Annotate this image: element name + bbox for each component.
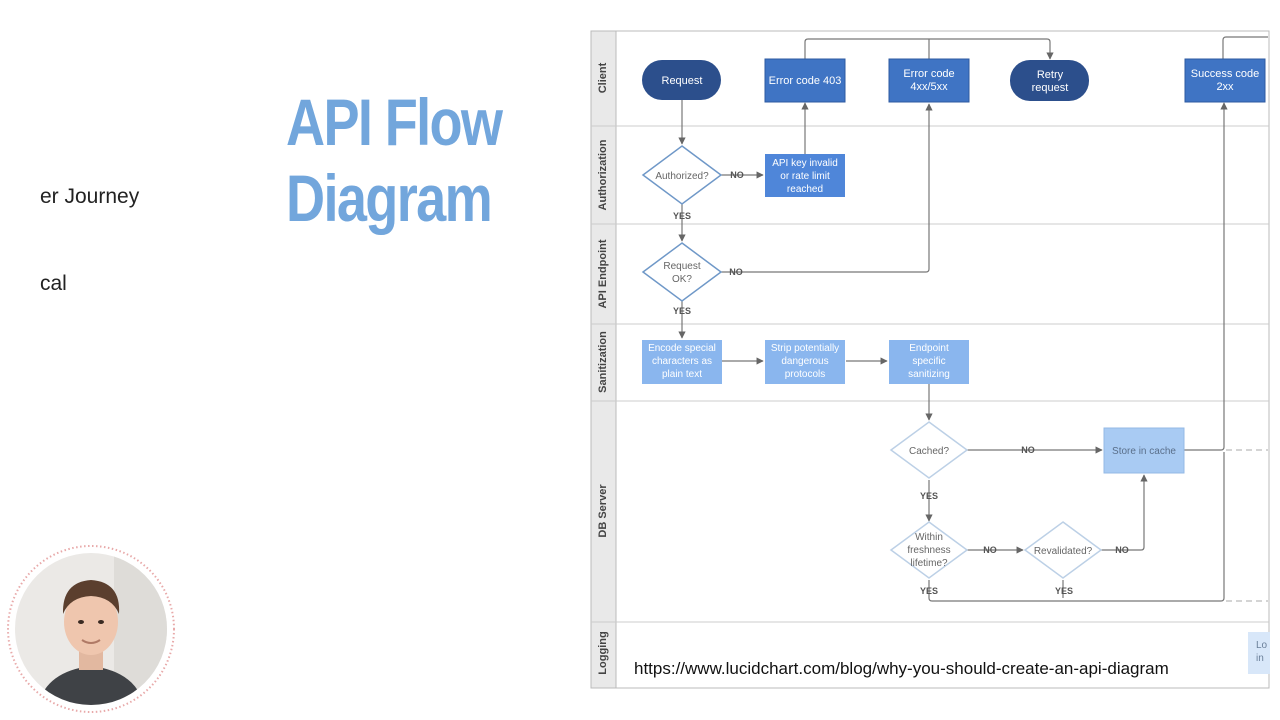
slide-title-line-2: Diagram (286, 161, 493, 235)
revalidated-decision (1023, 521, 1103, 579)
encode-node (642, 340, 722, 384)
edge-label-yes-request-ok: YES (673, 306, 691, 316)
avatar-ring (7, 545, 175, 713)
presenter-avatar (7, 545, 175, 713)
request-ok-decision (641, 242, 723, 302)
sidebar-item-cal[interactable]: cal (40, 272, 67, 295)
api-key-label-line3: reached (787, 184, 823, 195)
revalidated-label: Revalidated? (1034, 546, 1093, 557)
edge-label-yes-authorized: YES (673, 211, 691, 221)
edge-label-no-authorized: NO (730, 170, 744, 180)
endpoint-label-line3: sanitizing (908, 369, 950, 380)
strip-node (765, 340, 845, 384)
edge-label-yes-freshness: YES (920, 586, 938, 596)
lane-label-logging: Logging (597, 631, 609, 674)
edge-label-no-revalidated: NO (1115, 545, 1129, 555)
lane-label-client: Client (597, 62, 609, 93)
logging-node (1248, 632, 1270, 674)
request-ok-label-line2: OK? (672, 274, 692, 285)
edge-label-no-cached: NO (1021, 445, 1035, 455)
lane-label-authorization: Authorization (597, 139, 609, 210)
edge-label-yes-cached: YES (920, 491, 938, 501)
request-node (642, 60, 721, 100)
endpoint-label-line2: specific (912, 356, 945, 367)
slide-title-line-1: API Flow (286, 85, 503, 159)
authorized-decision (641, 145, 723, 205)
endpoint-label-line1: Endpoint (909, 343, 949, 354)
api-key-label-line2: or rate limit (780, 171, 830, 182)
logging-label-line1: Lo (1256, 640, 1268, 651)
lane-header-column (590, 30, 617, 689)
edge-label-yes-revalidated: YES (1055, 586, 1073, 596)
error-4xx-label-line2: 4xx/5xx (910, 81, 948, 93)
within-label-line1: Within (915, 532, 943, 543)
error-403-node (764, 58, 846, 103)
cached-decision (889, 421, 969, 479)
api-key-invalid-node (765, 154, 845, 197)
authorized-label: Authorized? (655, 171, 709, 182)
retry-request-node (1010, 60, 1089, 101)
strip-label-line2: dangerous (781, 356, 828, 367)
store-in-cache-label: Store in cache (1112, 446, 1176, 457)
sidebar-item-journey[interactable]: er Journey (40, 185, 140, 208)
encode-label-line3: plain text (662, 369, 702, 380)
retry-label-line1: Retry (1037, 69, 1064, 81)
error-403-label: Error code 403 (769, 75, 842, 87)
lane-label-db-server: DB Server (597, 484, 609, 538)
lane-label-sanitization: Sanitization (597, 331, 609, 393)
error-4xx-label-line1: Error code (903, 68, 954, 80)
request-ok-label-line1: Request (663, 261, 700, 272)
logging-label-line2: in (1256, 653, 1264, 664)
retry-label-line2: request (1032, 82, 1069, 94)
store-in-cache-node (1103, 427, 1185, 474)
error-4xx-node (888, 58, 970, 103)
success-label-line2: 2xx (1216, 81, 1234, 93)
within-label-line2: freshness (907, 545, 950, 556)
request-node-label: Request (662, 75, 703, 87)
dashed-connectors (1226, 449, 1268, 602)
source-url[interactable]: https://www.lucidchart.com/blog/why-you-… (634, 659, 1169, 678)
edge-label-no-request-ok: NO (729, 267, 743, 277)
strip-label-line3: protocols (785, 369, 826, 380)
connectors (678, 36, 1268, 602)
lane-label-api-endpoint: API Endpoint (597, 239, 609, 308)
endpoint-sanitizing-node (889, 340, 969, 384)
success-label-line1: Success code (1191, 68, 1259, 80)
lane-dividers (591, 125, 1269, 623)
cached-label: Cached? (909, 446, 949, 457)
success-node (1184, 58, 1266, 103)
strip-label-line1: Strip potentially (771, 343, 839, 354)
api-flow-diagram: Client Authorization API Endpoint Saniti… (590, 30, 1270, 689)
within-freshness-decision (889, 521, 969, 579)
within-label-line3: lifetime? (910, 558, 948, 569)
encode-label-line2: characters as (652, 356, 712, 367)
api-key-label-line1: API key invalid (772, 158, 838, 169)
edge-label-no-freshness: NO (983, 545, 997, 555)
encode-label-line1: Encode special (648, 343, 716, 354)
